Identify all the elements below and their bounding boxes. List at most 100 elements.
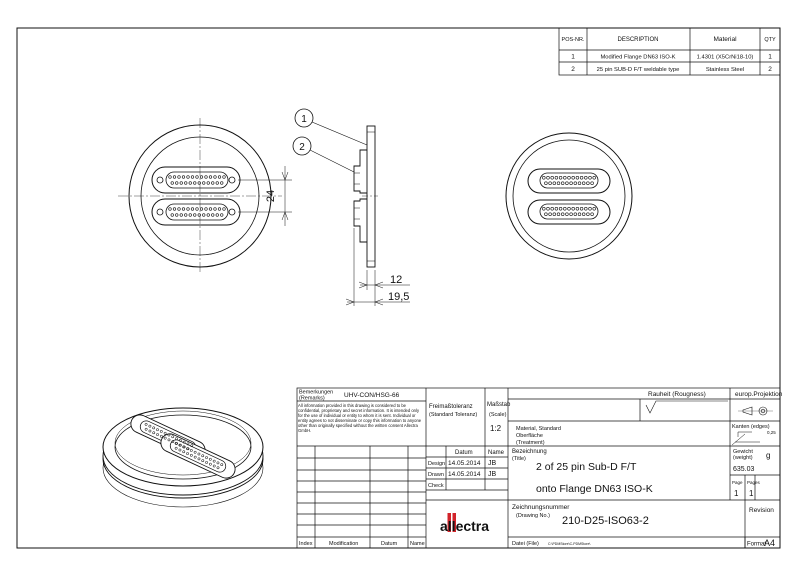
connector-pin [575, 207, 580, 211]
connector-pin [560, 212, 565, 216]
connector-pin [197, 452, 201, 456]
connector-pin [579, 176, 584, 180]
connector-pin [554, 176, 559, 180]
title-block [296, 387, 781, 549]
title-label: Bezeichnung [512, 449, 547, 455]
connector-pin [544, 181, 548, 185]
connector-pin [199, 207, 204, 211]
isometric-pin-group [144, 423, 194, 451]
scale-label-en: (Scale) [489, 412, 507, 418]
balloon-1-label: 1 [301, 114, 307, 125]
remarks-value: UHV-CON/HSG-66 [344, 392, 400, 399]
connector-pin [156, 433, 159, 436]
connector-pin [552, 181, 556, 185]
connector-pin [546, 207, 550, 211]
connector-pin [581, 212, 586, 216]
connector-pin [586, 212, 590, 216]
parts-header-material: Material [713, 36, 737, 43]
connector-pin [558, 176, 563, 180]
connector-pin [592, 207, 596, 211]
connector-pin [174, 446, 178, 450]
connector-pin [175, 181, 179, 185]
connector-pin [175, 437, 178, 440]
roughness-symbol [645, 400, 728, 414]
weight-label: Gewicht [733, 449, 753, 455]
file-path: C:\PDMStore\C-PDMStore\ [548, 542, 590, 546]
parts-row1-pos: 1 [571, 54, 575, 61]
connector-pin [184, 213, 188, 217]
connector-pin [220, 213, 224, 217]
connector-pin [213, 175, 217, 179]
weight-label-en: (weight) [733, 455, 753, 461]
connector-pin [206, 213, 210, 217]
connector-pin [178, 438, 182, 442]
connector-pin [182, 450, 186, 454]
connector-pin [217, 175, 222, 179]
connector-pin [181, 207, 186, 211]
connector-pin [565, 212, 569, 216]
connector-pin [172, 175, 177, 179]
drawn-label: Drawn [428, 472, 444, 478]
connector-pin [216, 461, 220, 465]
page-value: 1 [734, 489, 739, 498]
isometric-view-pins [144, 423, 224, 470]
connector-pin [170, 181, 174, 185]
connector-pin [186, 452, 189, 455]
connector-pin [577, 181, 582, 185]
edges-label: Kanten (edges) [732, 424, 770, 430]
connector-pin [168, 207, 172, 211]
revision-label: Revision [749, 507, 774, 514]
allectra-logo-text: allectra [440, 518, 489, 534]
rear-view [505, 132, 633, 260]
drawing-no-label: Zeichnungsnummer [512, 504, 570, 511]
connector-pin [159, 430, 163, 433]
connector-pin [204, 207, 208, 211]
connector-pin [148, 424, 152, 428]
parts-row2-material: Stainless Steel [706, 67, 744, 73]
design-date: 14.05.2014 [448, 460, 481, 467]
side-view [345, 125, 410, 306]
connector-pin [560, 181, 565, 185]
connector-pin [205, 456, 208, 459]
connector-pin [220, 463, 224, 467]
connector-pin [569, 181, 573, 185]
connector-pin [216, 466, 220, 470]
front-view-pins [168, 175, 226, 217]
connector-pin [193, 213, 197, 217]
connector-pin [222, 175, 226, 179]
connector-pin [563, 176, 567, 180]
rev-header-modification: Modification [329, 541, 358, 547]
connector-pin [584, 207, 588, 211]
connector-pin [202, 181, 206, 185]
projection-symbol [738, 406, 773, 416]
connector-pin [182, 440, 186, 444]
connector-pin [573, 181, 577, 185]
connector-pin [211, 213, 215, 217]
dimension-height-label: 24 [265, 190, 277, 202]
connector-pin [590, 212, 594, 216]
weight-value: 635.03 [733, 466, 755, 473]
remarks-label-en: (Remarks) [299, 396, 325, 402]
connector-pin [586, 181, 590, 185]
connector-pin [144, 423, 148, 426]
connector-pin [584, 176, 588, 180]
connector-pin [542, 176, 546, 180]
connector-pin [542, 207, 546, 211]
isometric-view [102, 407, 264, 508]
connector-pin [182, 445, 186, 449]
connector-pin [190, 444, 194, 448]
connector-pin [212, 464, 216, 468]
connector-pin [581, 181, 586, 185]
allectra-logo: allectra [440, 513, 489, 534]
dimension-total-label: 19,5 [388, 291, 409, 303]
connector-pin [177, 207, 181, 211]
drawing-number: 210-D25-ISO63-2 [562, 515, 649, 527]
parts-row1-qty: 1 [768, 54, 772, 61]
connector-pin [548, 212, 552, 216]
parts-list-table [558, 27, 781, 76]
title-line-2: onto Flange DN63 ISO-K [536, 483, 653, 495]
connector-pin [178, 448, 182, 452]
connector-pin [222, 207, 226, 211]
connector-pin [217, 207, 222, 211]
